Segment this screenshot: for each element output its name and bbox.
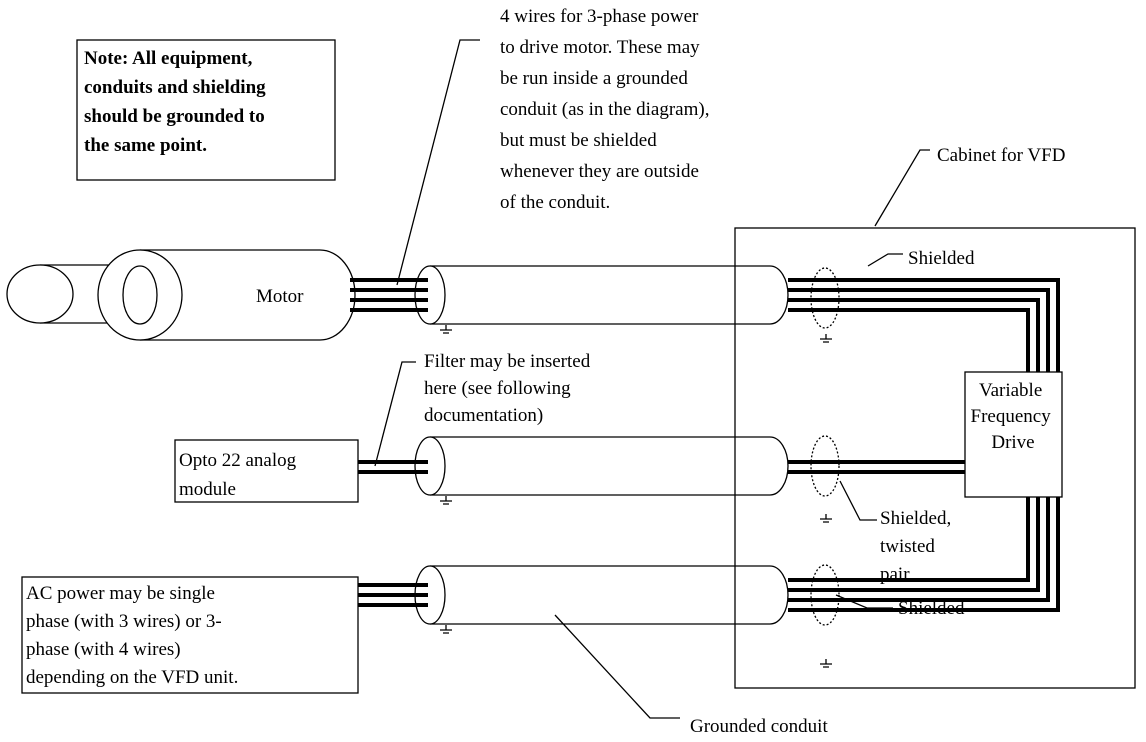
ground-symbol	[440, 496, 452, 505]
vfd-label: Variable Frequency Drive	[971, 380, 1056, 453]
shield-ellipse-bottom	[810, 564, 840, 626]
wire-bundles	[350, 278, 1060, 612]
conduit-ac	[414, 565, 789, 625]
ground-symbol	[820, 334, 832, 343]
ground-symbol	[820, 659, 832, 668]
ac-power-label: AC power may be single phase (with 3 wir…	[26, 583, 238, 688]
cabinet-label: Cabinet for VFD	[937, 145, 1065, 166]
power-wires-leader	[396, 39, 480, 286]
ground-symbol	[820, 514, 832, 523]
ac-power-box	[21, 576, 359, 694]
note-box	[76, 39, 336, 181]
shield-top-label: Shielded	[908, 248, 975, 269]
conduit-callout-label: Grounded conduit	[690, 716, 828, 737]
motor-label: Motor	[256, 286, 304, 307]
conduit-analog	[414, 436, 789, 496]
cabinet-leader	[874, 149, 930, 227]
motor-drawing	[6, 249, 356, 341]
shield-ellipse-middle	[810, 435, 840, 497]
cabinet-outline	[734, 227, 1136, 689]
note-text: Note: All equipment, conduits and shield…	[84, 48, 270, 156]
conduit-motor	[414, 265, 789, 325]
vfd-box	[964, 371, 1063, 498]
shield-middle-leader	[839, 480, 877, 521]
shield-top-leader	[867, 253, 903, 267]
ground-symbol	[440, 625, 452, 634]
power-wires-callout: 4 wires for 3-phase power to drive motor…	[500, 6, 714, 213]
shield-bottom-label: Shielded	[898, 598, 965, 619]
filter-callout: Filter may be inserted here (see followi…	[424, 351, 595, 426]
ground-symbol	[440, 325, 452, 334]
filter-leader	[374, 361, 416, 467]
shield-middle-label: Shielded, twisted pair	[880, 508, 956, 585]
conduit-leader	[554, 614, 680, 719]
analog-module-label: Opto 22 analog module	[179, 450, 301, 500]
